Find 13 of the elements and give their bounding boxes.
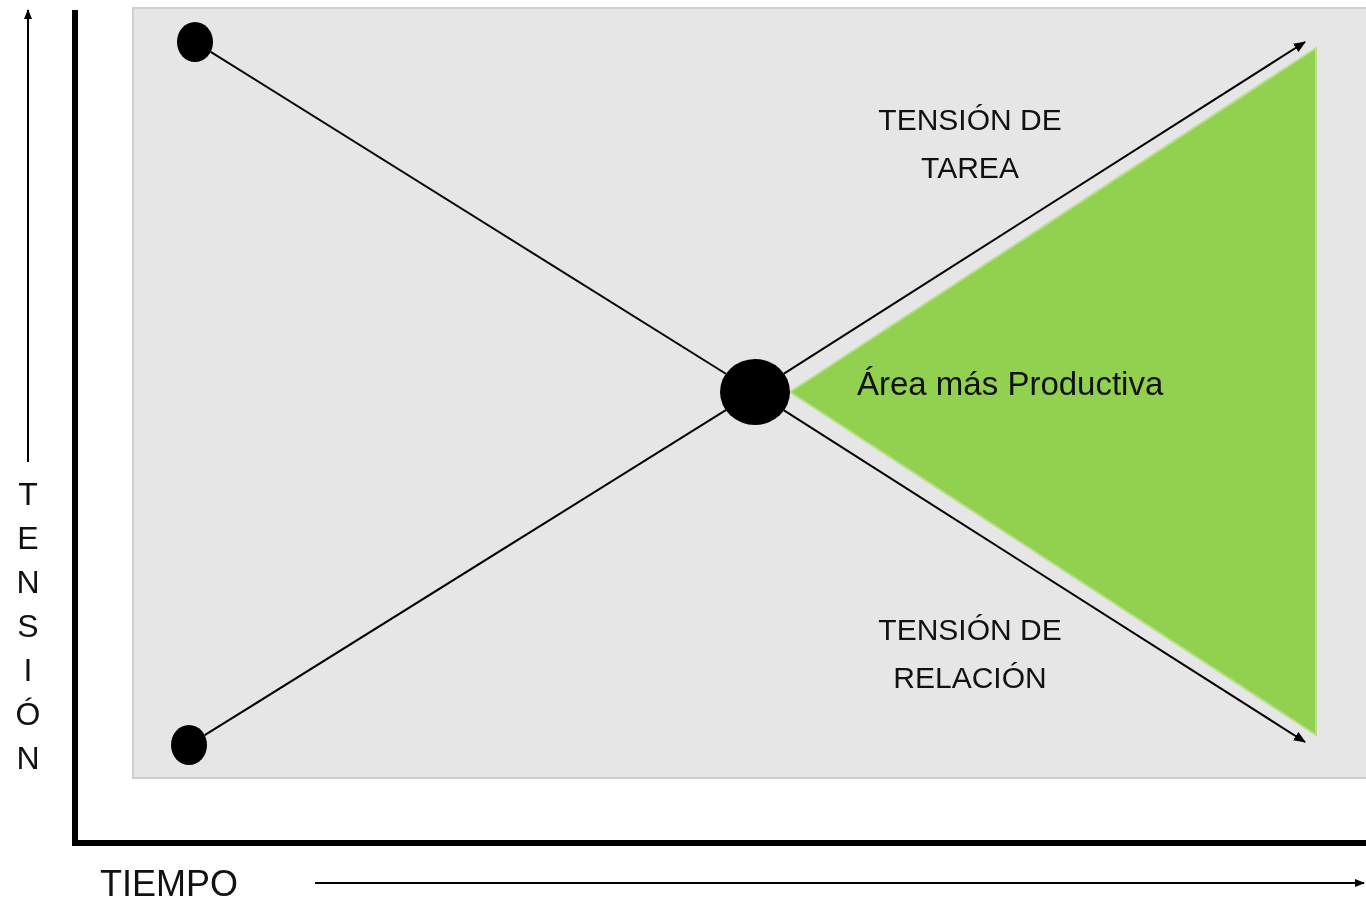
tension-label: TENSIÓN DE RELACIÓN [877, 612, 1063, 696]
line [203, 409, 727, 737]
dot-marker [720, 359, 790, 425]
dot-marker [171, 725, 207, 765]
arrow [783, 41, 1306, 375]
dot-marker [177, 22, 213, 62]
axis-title: TENSIÓN [9, 476, 47, 784]
axis-title: TIEMPO [100, 862, 239, 902]
productive-area-triangle [790, 48, 1316, 735]
line [209, 50, 727, 375]
area-label: Área más Productiva [857, 365, 1164, 403]
tension-label: TENSIÓN DE TAREA [877, 102, 1063, 186]
arrow [783, 409, 1306, 743]
